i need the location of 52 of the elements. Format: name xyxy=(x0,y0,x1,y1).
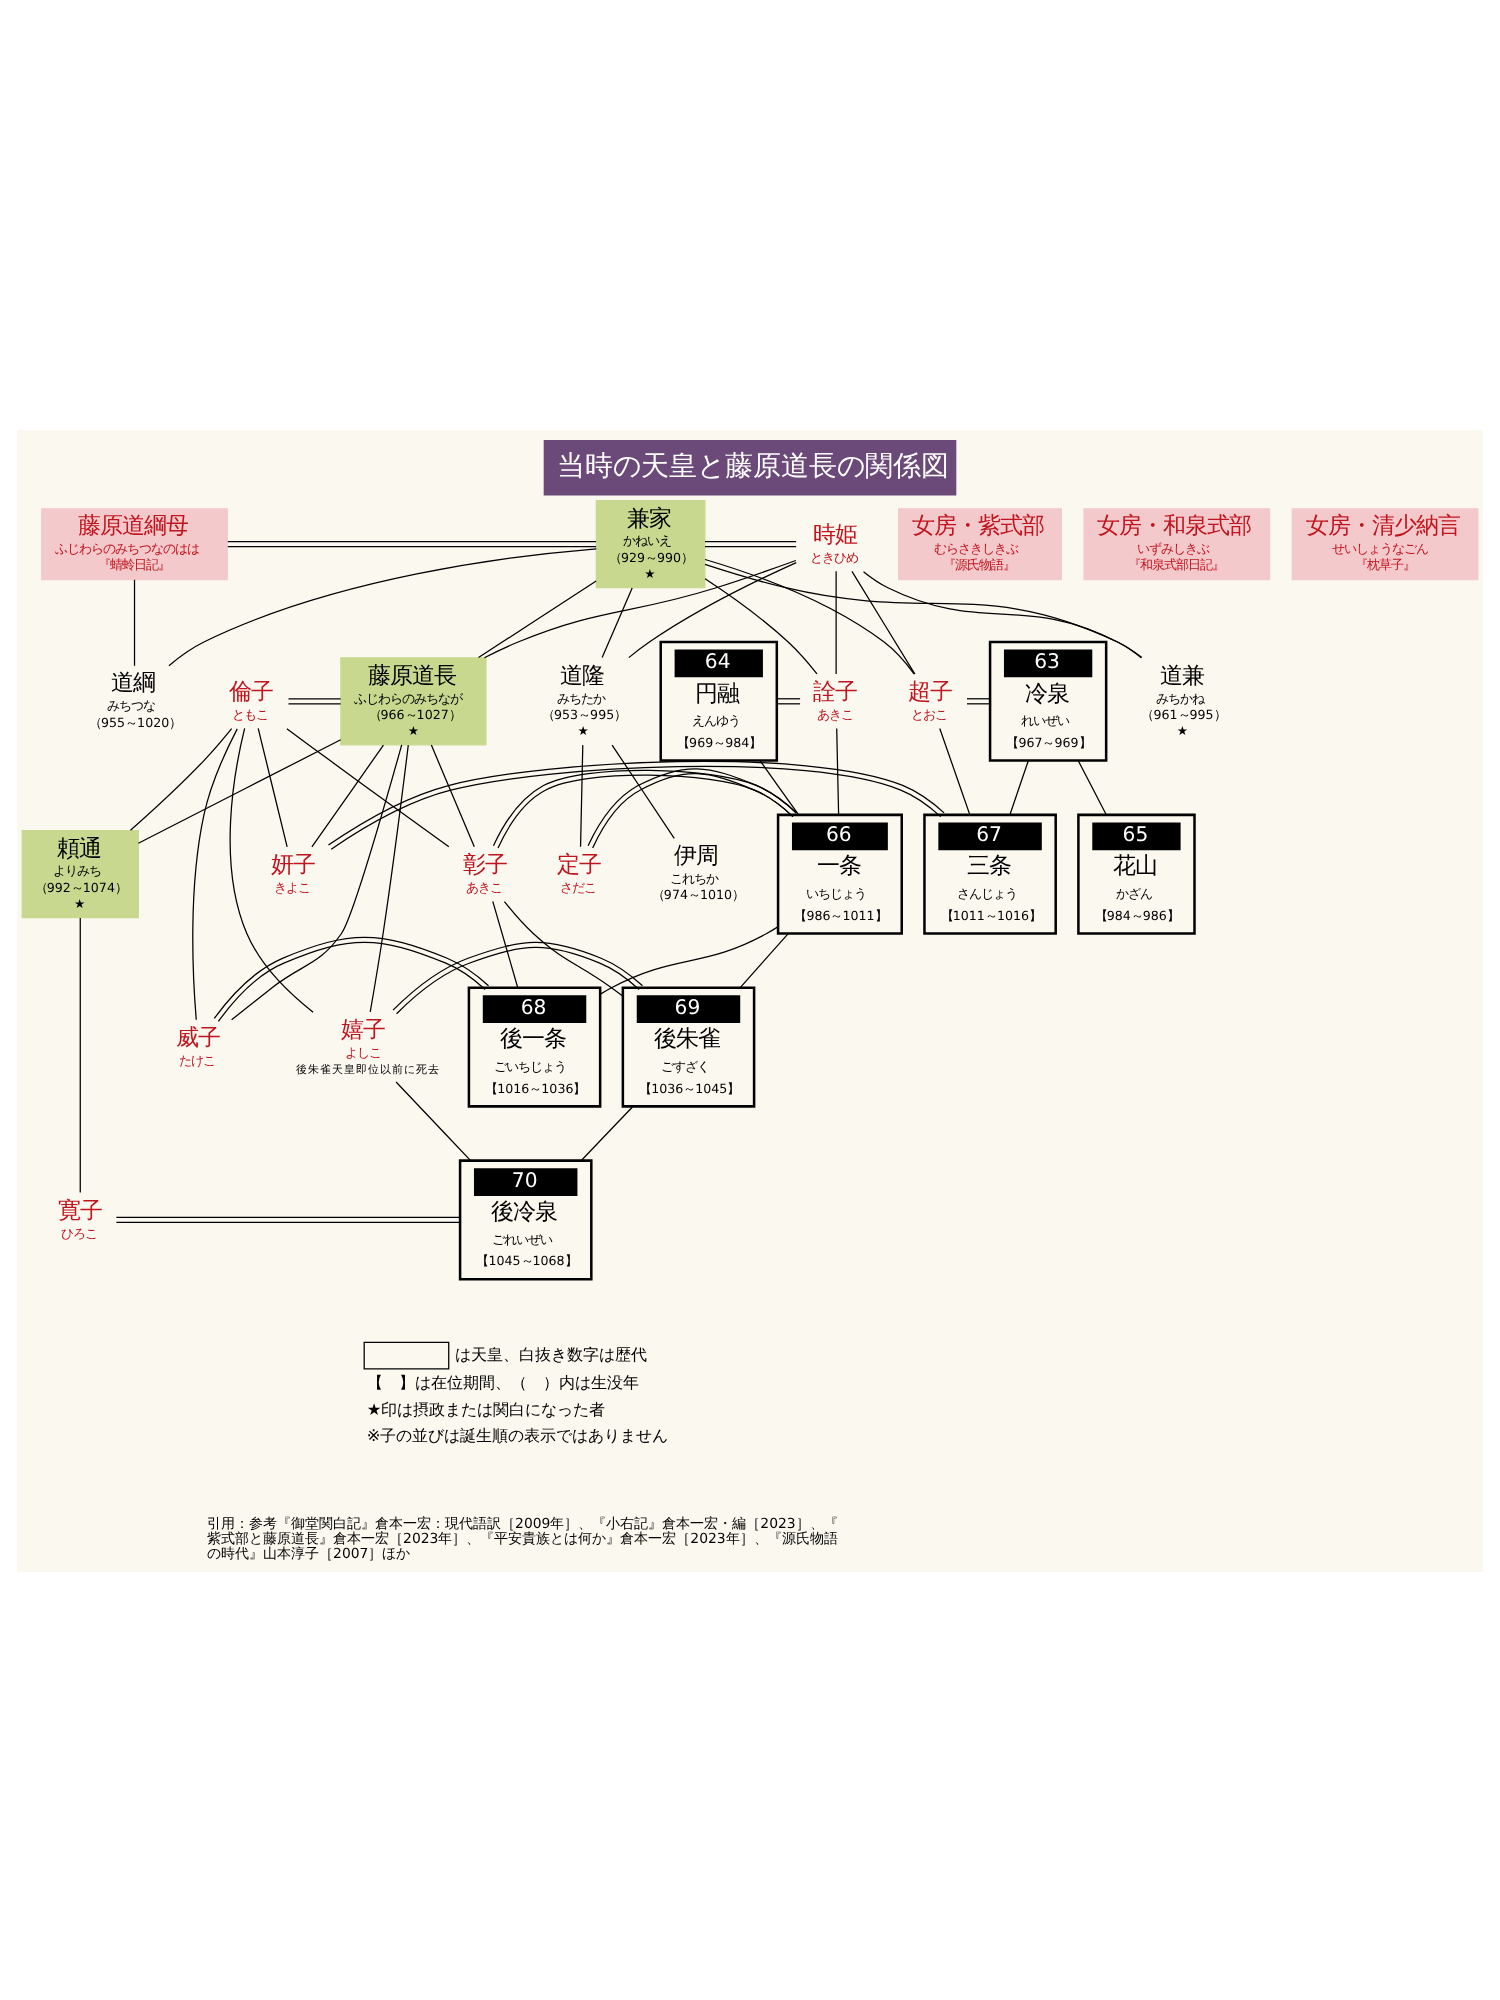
connector xyxy=(835,569,837,674)
connector xyxy=(851,569,916,674)
connector xyxy=(739,931,789,987)
connector xyxy=(939,726,971,815)
connector xyxy=(229,726,314,1012)
connector xyxy=(601,586,633,658)
connector xyxy=(1009,759,1029,815)
connector xyxy=(776,697,801,704)
connector xyxy=(628,560,797,658)
legend-label: は天皇、白抜き数字は歴代 xyxy=(455,1342,648,1363)
label: 【 】は在位期間、（ ）内は生没年 xyxy=(366,1371,639,1392)
connector xyxy=(392,940,644,1014)
label: ★印は摂政または関白になった者 xyxy=(366,1397,606,1418)
connector xyxy=(430,743,475,847)
connector xyxy=(395,1080,472,1161)
label: ※子の並びは誕生順の表示ではありません xyxy=(366,1424,669,1445)
connector xyxy=(704,557,915,674)
connector xyxy=(580,1104,634,1160)
connector xyxy=(133,578,136,666)
diagram-title: 当時の天皇と藤原道長の関係図 xyxy=(556,449,949,482)
connector xyxy=(115,1215,461,1223)
connector xyxy=(311,743,385,847)
connector xyxy=(287,697,342,704)
connector xyxy=(611,743,675,838)
connector xyxy=(129,727,233,830)
connector xyxy=(369,743,409,1012)
connector xyxy=(704,540,797,547)
connector xyxy=(137,738,342,843)
connector xyxy=(579,743,584,847)
connector xyxy=(231,743,403,1020)
connector xyxy=(257,726,288,847)
connector xyxy=(477,579,597,658)
connector xyxy=(192,727,238,1020)
connector xyxy=(862,570,1142,658)
connector xyxy=(213,935,490,1021)
connector xyxy=(587,767,797,848)
connector xyxy=(286,727,450,847)
connector xyxy=(759,759,799,815)
connector xyxy=(483,558,797,658)
connector xyxy=(227,540,597,547)
connector xyxy=(599,925,779,994)
connector xyxy=(79,916,81,1193)
connector xyxy=(1077,759,1107,815)
connector xyxy=(836,726,840,815)
connector xyxy=(492,899,519,988)
connector xyxy=(168,547,597,666)
connector xyxy=(704,577,818,674)
connector xyxy=(327,759,945,849)
connector xyxy=(966,697,991,704)
connector xyxy=(503,900,624,996)
connector xyxy=(492,768,797,848)
connector xyxy=(704,562,1143,658)
